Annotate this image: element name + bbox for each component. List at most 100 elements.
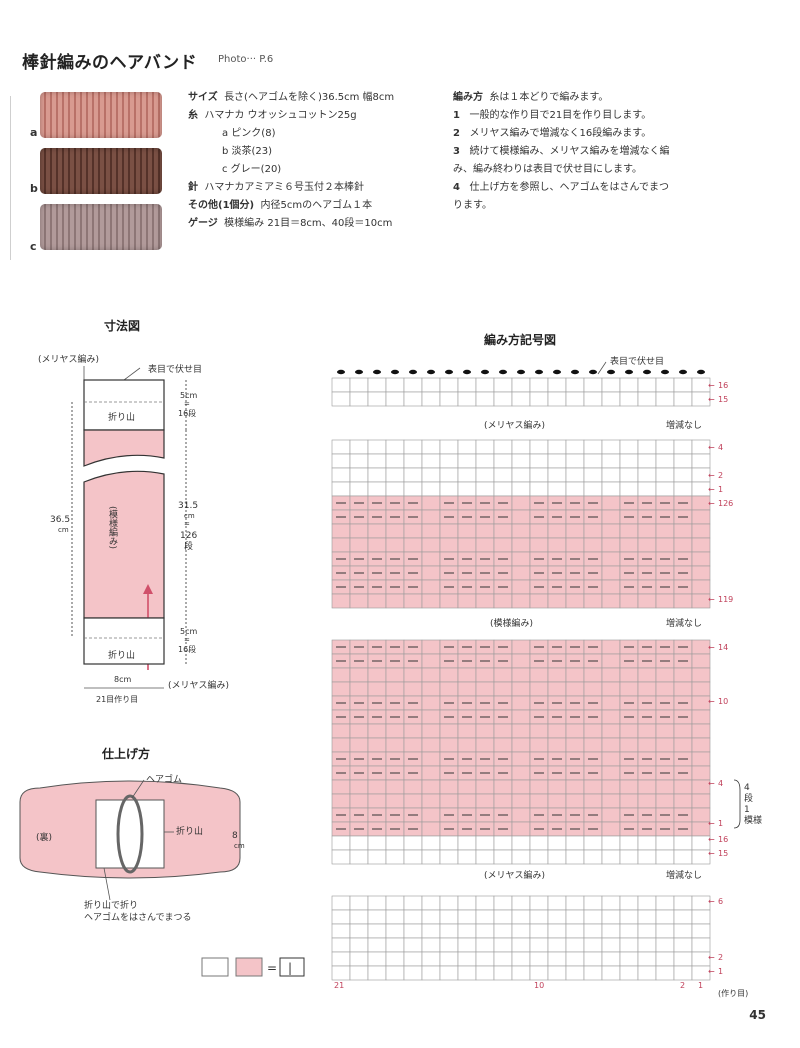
chart-cell <box>637 681 657 697</box>
bind-off-stitch <box>643 369 651 375</box>
chart-cell <box>601 751 621 767</box>
chart-cell <box>529 439 549 455</box>
chart-cell <box>349 681 369 697</box>
chart-cell <box>475 923 495 939</box>
chart-cell <box>349 779 369 795</box>
chart-cell <box>565 377 585 393</box>
chart-cell <box>511 723 531 739</box>
dim-bind-off: 表目で伏せ目 <box>148 363 202 375</box>
chart-cell <box>385 723 405 739</box>
bind-off-stitch <box>625 369 633 375</box>
chart-cell <box>619 681 639 697</box>
chart-cell <box>655 965 675 981</box>
spec-yarn-b: b 淡茶(23) <box>222 146 273 157</box>
chart-cell <box>457 481 477 497</box>
dim-pattern-label: (模様編み) <box>107 506 118 549</box>
chart-cell <box>475 377 495 393</box>
row-num-10: 10 <box>718 697 728 706</box>
chart-cell <box>529 951 549 967</box>
chart-cell <box>457 377 477 393</box>
row-num-1: 1 <box>718 485 723 494</box>
finishing-elastic: ヘアゴム <box>146 773 182 785</box>
chart-cell <box>439 467 459 483</box>
chart-cell <box>565 439 585 455</box>
chart-cell <box>331 895 351 911</box>
chart-cell <box>511 821 531 837</box>
chart-cell <box>457 593 477 609</box>
chart-cell <box>349 909 369 925</box>
chart-cell <box>493 965 513 981</box>
chart-cell <box>421 835 441 851</box>
chart-cell <box>475 681 495 697</box>
finishing-width-unit: cm <box>234 842 245 850</box>
dim-stockinette-bottom: (メリヤス編み) <box>168 679 229 691</box>
chart-cell <box>565 937 585 953</box>
chart-cell <box>439 593 459 609</box>
chart-cell <box>403 667 423 683</box>
chart-cell <box>691 849 711 865</box>
chart-cell <box>493 909 513 925</box>
dim-mid-cm: 31.5 <box>178 501 198 511</box>
chart-cell <box>565 909 585 925</box>
chart-cell <box>331 523 351 539</box>
chart-cell <box>673 849 693 865</box>
chart-cell <box>421 565 441 581</box>
row-arrow: ← <box>708 381 715 390</box>
dim-width-stitches: 21目作り目 <box>96 694 138 704</box>
bind-off-stitch <box>355 369 363 375</box>
chart-cell <box>475 537 495 553</box>
chart-bind-off: 表目で伏せ目 <box>610 355 664 367</box>
chart-cell <box>331 923 351 939</box>
eq-sign: = <box>184 520 190 528</box>
chart-cell <box>601 523 621 539</box>
chart-cell <box>601 835 621 851</box>
chart-cell <box>583 667 603 683</box>
chart-cell <box>637 849 657 865</box>
instructions-intro: 編み方 糸は１本どりで編みます。 <box>453 89 703 107</box>
chart-cell <box>673 923 693 939</box>
chart-cell <box>637 937 657 953</box>
chart-cell <box>367 481 387 497</box>
chart-cell <box>619 377 639 393</box>
chart-cell <box>691 909 711 925</box>
chart-cell <box>637 835 657 851</box>
chart-cell <box>331 467 351 483</box>
chart-cell <box>583 835 603 851</box>
chart-cell <box>529 835 549 851</box>
chart-cell <box>601 537 621 553</box>
chart-cell <box>493 951 513 967</box>
chart-cell <box>691 765 711 781</box>
chart-cell <box>529 849 549 865</box>
chart-cell <box>529 909 549 925</box>
chart-cell <box>403 737 423 753</box>
chart-cell <box>349 523 369 539</box>
chart-cell <box>583 895 603 911</box>
chart-cell <box>691 681 711 697</box>
chart-cell <box>457 723 477 739</box>
chart-cell <box>421 653 441 669</box>
chart-cell <box>349 737 369 753</box>
chart-cell <box>547 593 567 609</box>
chart-cell <box>349 537 369 553</box>
repeat-rows: 4 <box>744 783 750 793</box>
chart-cell <box>457 467 477 483</box>
headband-photo-c <box>40 204 162 250</box>
chart-title: 編み方記号図 <box>484 332 556 347</box>
dim-stockinette-top: (メリヤス編み) <box>38 353 99 365</box>
chart-cell <box>565 391 585 407</box>
chart-cell <box>475 951 495 967</box>
chart-cell <box>637 391 657 407</box>
row-num-119: 119 <box>718 595 733 604</box>
chart-cell <box>673 909 693 925</box>
chart-cell <box>619 951 639 967</box>
chart-cell <box>403 923 423 939</box>
chart-cell <box>457 835 477 851</box>
chart-cell <box>673 391 693 407</box>
chart-cell <box>619 909 639 925</box>
chart-cell <box>547 965 567 981</box>
chart-cell <box>475 453 495 469</box>
chart-cell <box>349 467 369 483</box>
chart-cell <box>547 453 567 469</box>
chart-cell <box>655 737 675 753</box>
chart-cell <box>547 391 567 407</box>
